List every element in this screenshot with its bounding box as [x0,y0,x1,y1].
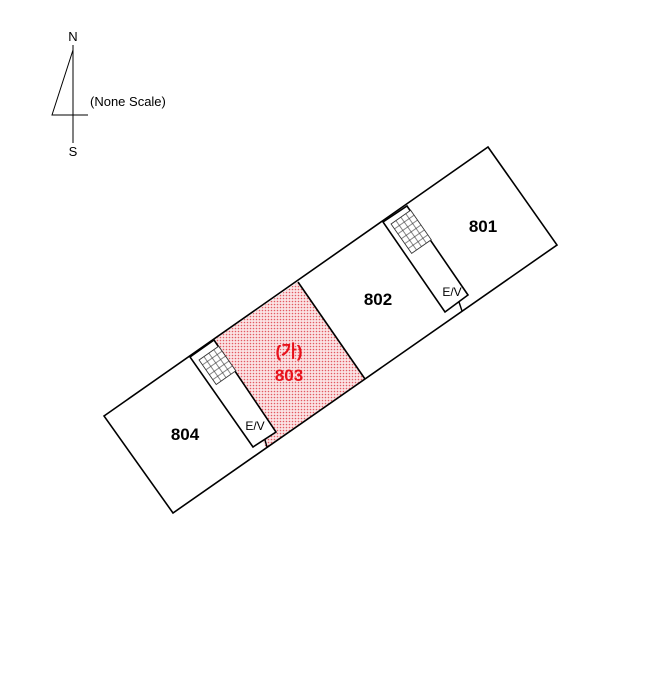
elevator-label: E/V [245,419,264,433]
stairs-icon [198,345,237,386]
elevator-label: E/V [442,285,461,299]
scale-note: (None Scale) [90,94,166,109]
core-left: E/V [188,338,278,449]
unit-801-label: 801 [469,217,497,236]
unit-802-label: 802 [364,290,392,309]
south-label: S [69,144,78,159]
north-label: N [68,29,77,44]
unit-804-label: 804 [171,425,200,444]
unit-803-label: 803 [275,366,303,385]
north-arrow: N S (None Scale) [51,29,166,159]
stairs-icon [390,209,432,255]
unit-803-marker: (가) [276,342,303,361]
core-right: E/V [381,204,470,314]
building-outline [102,145,559,515]
wall-802-803 [297,281,366,380]
